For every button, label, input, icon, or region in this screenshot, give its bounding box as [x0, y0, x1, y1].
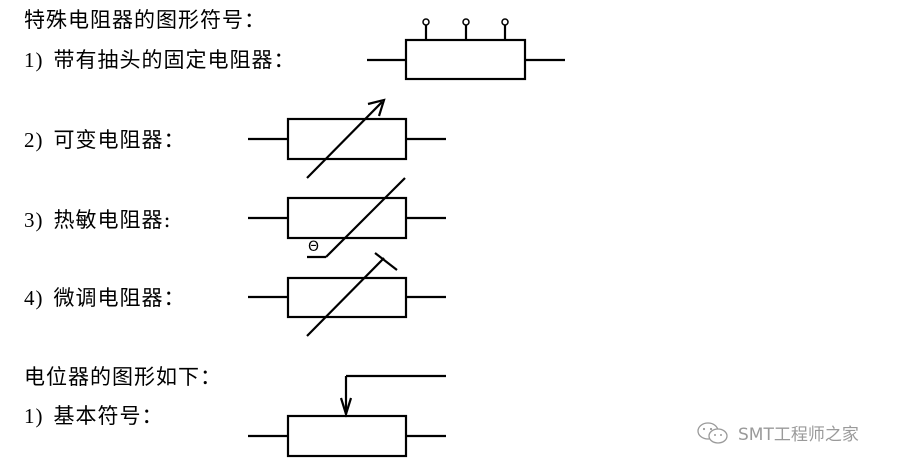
item-label: 热敏电阻器: — [53, 208, 172, 232]
item-number: 1) — [24, 404, 44, 428]
theta-symbol: Θ — [308, 239, 319, 255]
variable-resistor-symbol — [248, 98, 446, 179]
item-number: 1) — [24, 48, 44, 72]
item-trimmer-resistor-label: 4) 微调电阻器： — [24, 286, 186, 310]
potentiometer-symbol — [248, 374, 446, 458]
section2-title: 电位器的图形如下： — [24, 365, 222, 389]
wechat-icon — [697, 421, 728, 444]
section1-title: 特殊电阻器的图形符号： — [24, 8, 266, 32]
item-label: 带有抽头的固定电阻器： — [53, 48, 296, 72]
item-label: 可变电阻器： — [53, 128, 186, 152]
watermark: SMT工程师之家 — [694, 420, 859, 445]
thermistor-symbol — [248, 177, 446, 259]
watermark-text: SMT工程师之家 — [738, 425, 859, 445]
item-number: 3) — [24, 208, 44, 232]
item-label: 微调电阻器： — [53, 286, 186, 310]
item-potentiometer-label: 1) 基本符号： — [24, 404, 164, 428]
item-number: 2) — [24, 128, 44, 152]
item-variable-resistor-label: 2) 可变电阻器： — [24, 128, 186, 152]
trimmer-resistor-symbol — [248, 252, 446, 337]
item-number: 4) — [24, 286, 44, 310]
tapped-fixed-resistor-symbol — [367, 18, 565, 81]
item-label: 基本符号： — [53, 404, 164, 428]
item-tapped-resistor-label: 1) 带有抽头的固定电阻器： — [24, 48, 296, 72]
item-thermistor-label: 3) 热敏电阻器: — [24, 208, 172, 232]
